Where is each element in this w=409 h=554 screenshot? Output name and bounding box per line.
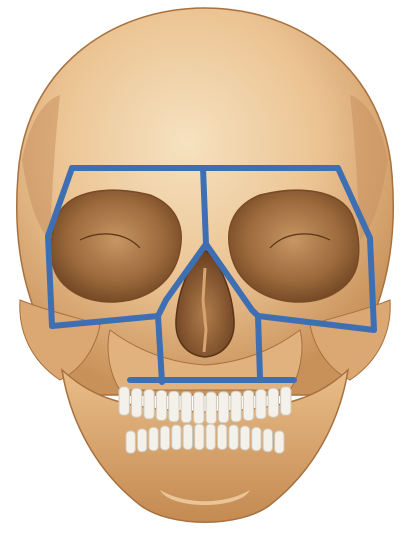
lower-tooth (172, 425, 181, 450)
upper-tooth (243, 391, 253, 421)
upper-tooth (144, 390, 154, 419)
lower-tooth (206, 424, 215, 450)
upper-tooth (231, 391, 241, 422)
upper-tooth (169, 391, 179, 422)
lower-tooth (275, 431, 284, 453)
upper-tooth (256, 390, 266, 419)
upper-tooth (281, 387, 291, 415)
buttress-segment (203, 168, 206, 244)
upper-tooth (119, 387, 129, 415)
upper-tooth (194, 392, 204, 424)
upper-tooth (218, 392, 228, 423)
lower-tooth (149, 427, 158, 450)
lower-tooth (229, 425, 238, 450)
lower-tooth (183, 424, 192, 449)
upper-tooth (131, 388, 141, 417)
lower-tooth (137, 429, 146, 452)
lower-tooth (252, 427, 261, 450)
buttress-segment (258, 316, 260, 378)
buttress-segment (370, 238, 374, 330)
lower-tooth (160, 426, 169, 450)
upper-tooth (181, 392, 191, 423)
upper-tooth (156, 391, 166, 421)
buttress-segment (158, 316, 162, 382)
lower-tooth (126, 431, 135, 453)
lower-tooth (217, 424, 226, 449)
upper-tooth (206, 392, 216, 424)
buttress-segment (48, 236, 52, 326)
lower-tooth (195, 424, 204, 450)
upper-tooth (268, 388, 278, 417)
lower-tooth (240, 426, 249, 450)
lower-tooth (263, 429, 272, 452)
